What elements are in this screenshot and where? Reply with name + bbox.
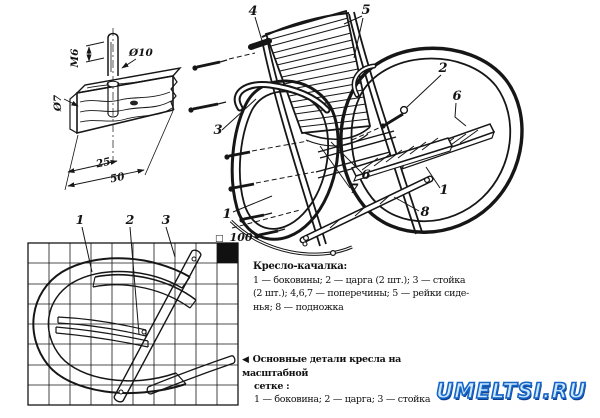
dim-label-50: 50 bbox=[109, 171, 126, 186]
caption-title-line-1: Основные детали кресла на масштабной bbox=[242, 354, 401, 379]
grid-part-runner bbox=[146, 355, 236, 395]
dim-label-25: 25 bbox=[94, 156, 112, 171]
backrest bbox=[248, 9, 372, 134]
dowel-pin bbox=[106, 32, 120, 118]
callout-6-mid: 6 bbox=[361, 168, 370, 183]
caption-title-line-2: сетке : bbox=[254, 381, 290, 392]
dim-label-d10: Ø10 bbox=[128, 47, 153, 59]
left-side-frame bbox=[229, 79, 353, 256]
bar-left-end bbox=[69, 92, 78, 134]
callout-3: 3 bbox=[213, 123, 222, 138]
bar-broken-end bbox=[170, 75, 178, 111]
scale-value: 100 bbox=[230, 231, 253, 244]
grid-label-leaders bbox=[81, 226, 176, 335]
footrest-bar bbox=[299, 175, 434, 244]
legend-block: Кресло-качалка: 1 — боковины; 2 — царга … bbox=[253, 260, 471, 314]
legend-line-3: нья; 8 — подножка bbox=[253, 301, 344, 313]
callout-4: 4 bbox=[248, 4, 257, 19]
caption-line: 1 — боковина; 2 — царга; 3 — стойка bbox=[254, 394, 431, 405]
scale-grid-drawing: 1 2 3 □ 100 bbox=[27, 212, 253, 406]
right-side-frame bbox=[339, 46, 524, 234]
callout-8: 8 bbox=[420, 205, 429, 220]
legend-line-2: (2 шт.); 4,6,7 — поперечины; 5 — рейки с… bbox=[253, 288, 469, 299]
caption-block: ◀Основные детали кресла на масштабной се… bbox=[242, 353, 467, 406]
bar-top-face bbox=[74, 66, 182, 95]
grid-part-bokovina bbox=[32, 257, 197, 394]
grid-part-tsarga bbox=[55, 316, 149, 348]
scale-square-glyph: □ bbox=[215, 234, 224, 244]
wood-grain bbox=[79, 79, 173, 123]
callout-1-right: 1 bbox=[439, 183, 448, 198]
grid-part-stoika bbox=[113, 249, 202, 403]
callout-2: 2 bbox=[437, 61, 447, 76]
callout-5: 5 bbox=[361, 3, 370, 18]
chair-assembly-drawing: 4 5 2 6 3 6 7 1 1 8 bbox=[188, 3, 524, 257]
wood-knot bbox=[130, 100, 138, 106]
pivot-hole bbox=[399, 105, 409, 115]
joint-detail-drawing: М6 Ø10 Ø7 25 50 bbox=[52, 28, 182, 191]
callout-leaders bbox=[221, 15, 467, 213]
legend-title: Кресло-качалка: bbox=[253, 261, 347, 272]
callout-1-left: 1 bbox=[222, 207, 231, 222]
assembly-bolts bbox=[188, 52, 409, 257]
watermark-logo: UMELTSI.RU bbox=[435, 378, 587, 404]
scale-reference-cell bbox=[217, 243, 238, 263]
grid-label-2: 2 bbox=[125, 212, 135, 227]
dim-label-m6: М6 bbox=[69, 48, 81, 69]
legend-line-1: 1 — боковины; 2 — царга (2 шт.); 3 — сто… bbox=[253, 274, 466, 286]
scale-label: □ 100 bbox=[215, 226, 253, 245]
detail-dimensions: М6 Ø10 Ø7 25 50 bbox=[52, 41, 174, 191]
dim-label-d7: Ø7 bbox=[52, 94, 64, 112]
callout-6-right: 6 bbox=[452, 89, 461, 104]
grid-label-1: 1 bbox=[76, 212, 85, 227]
caption-arrow-marker: ◀ bbox=[242, 355, 249, 365]
callout-7: 7 bbox=[349, 182, 358, 197]
seat-crossbar-mid bbox=[350, 137, 454, 182]
grid-label-3: 3 bbox=[162, 212, 171, 227]
